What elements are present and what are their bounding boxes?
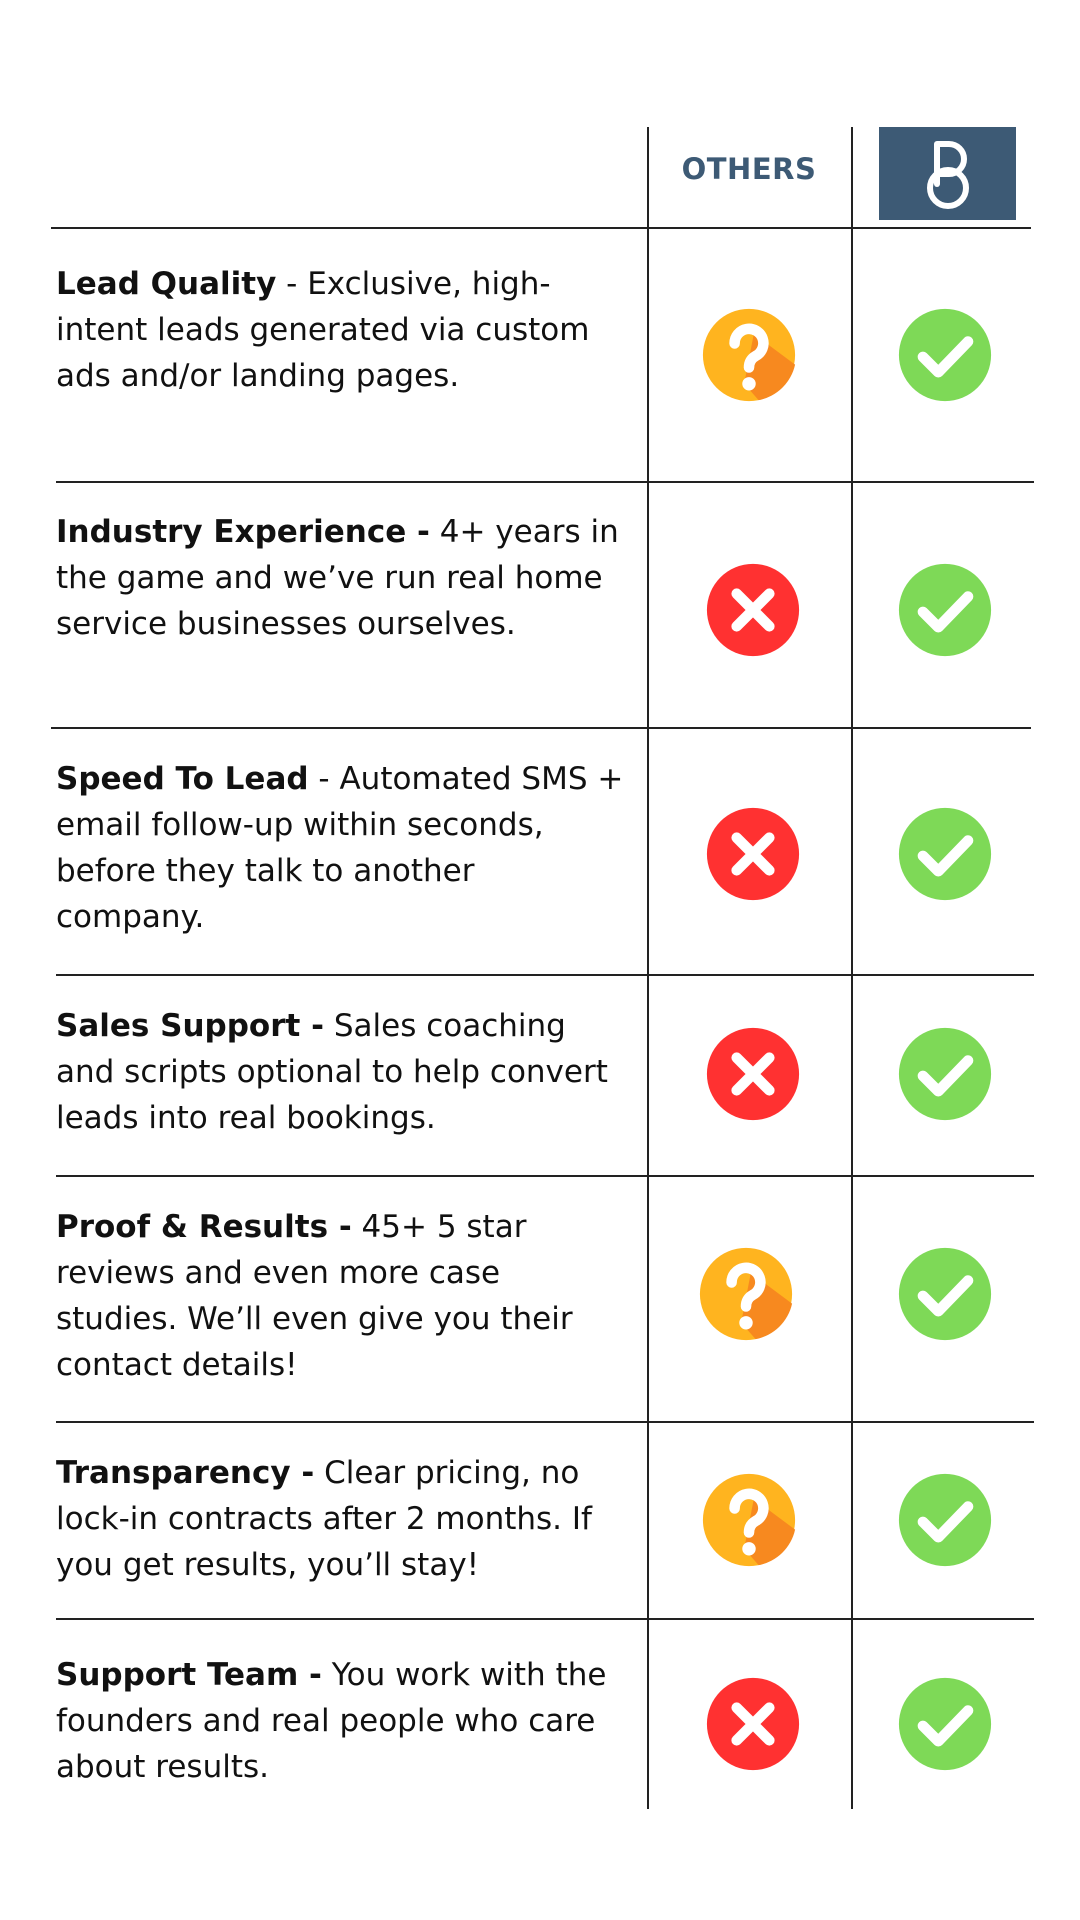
feature-description: You work with the founders and real peop… xyxy=(56,1657,607,1785)
feature-title: Speed To Lead xyxy=(56,761,309,797)
check-icon xyxy=(897,562,993,658)
feature-description: 4+ years in the game and we’ve run real … xyxy=(56,514,619,642)
row-divider xyxy=(56,1618,1034,1620)
feature-row-transparency: Transparency - Clear pricing, no lock-in… xyxy=(56,1450,626,1588)
feature-row-industry-experience: Industry Experience - 4+ years in the ga… xyxy=(56,509,626,647)
feature-row-lead-quality: Lead Quality - Exclusive, high-intent le… xyxy=(56,261,626,399)
feature-description: Sales coaching and scripts optional to h… xyxy=(56,1008,608,1136)
feature-title: Industry Experience - xyxy=(56,514,430,550)
check-icon xyxy=(897,1246,993,1342)
feature-description: Clear pricing, no lock-in contracts afte… xyxy=(56,1455,592,1583)
feature-separator xyxy=(322,1657,332,1693)
feature-separator: - xyxy=(308,761,340,797)
check-icon xyxy=(897,806,993,902)
feature-row-sales-support: Sales Support - Sales coaching and scrip… xyxy=(56,1003,626,1141)
feature-row-proof-results: Proof & Results - 45+ 5 star reviews and… xyxy=(56,1204,626,1388)
feature-description: Exclusive, high-intent leads generated v… xyxy=(56,266,590,394)
row-divider xyxy=(56,481,1034,483)
feature-separator xyxy=(324,1008,334,1044)
row-divider xyxy=(51,227,1031,229)
row-divider xyxy=(56,1175,1034,1177)
brand-logo xyxy=(879,127,1016,220)
cross-icon xyxy=(705,1026,801,1122)
feature-description: Automated SMS + email follow-up within s… xyxy=(56,761,624,935)
others-column-heading: OTHERS xyxy=(681,152,817,186)
feature-separator xyxy=(430,514,440,550)
feature-title: Support Team - xyxy=(56,1657,322,1693)
feature-title: Lead Quality xyxy=(56,266,277,302)
feature-title: Transparency - xyxy=(56,1455,315,1491)
feature-title: Sales Support - xyxy=(56,1008,324,1044)
check-icon xyxy=(897,1676,993,1772)
feature-description: 45+ 5 star reviews and even more case st… xyxy=(56,1209,573,1383)
feature-separator xyxy=(352,1209,362,1245)
cross-icon xyxy=(705,806,801,902)
question-icon xyxy=(701,1472,797,1568)
feature-separator: - xyxy=(276,266,308,302)
check-icon xyxy=(897,1026,993,1122)
brand-logo-icon xyxy=(926,140,969,209)
cross-icon xyxy=(705,562,801,658)
feature-separator xyxy=(314,1455,324,1491)
feature-title: Proof & Results - xyxy=(56,1209,352,1245)
row-divider xyxy=(56,974,1034,976)
question-icon xyxy=(698,1246,794,1342)
check-icon xyxy=(897,1472,993,1568)
feature-row-support-team: Support Team - You work with the founder… xyxy=(56,1652,626,1790)
cross-icon xyxy=(705,1676,801,1772)
row-divider xyxy=(51,727,1031,729)
row-divider xyxy=(56,1421,1034,1423)
feature-row-speed-to-lead: Speed To Lead - Automated SMS + email fo… xyxy=(56,756,626,940)
column-divider xyxy=(851,127,853,1809)
question-icon xyxy=(701,307,797,403)
column-divider xyxy=(647,127,649,1809)
check-icon xyxy=(897,307,993,403)
